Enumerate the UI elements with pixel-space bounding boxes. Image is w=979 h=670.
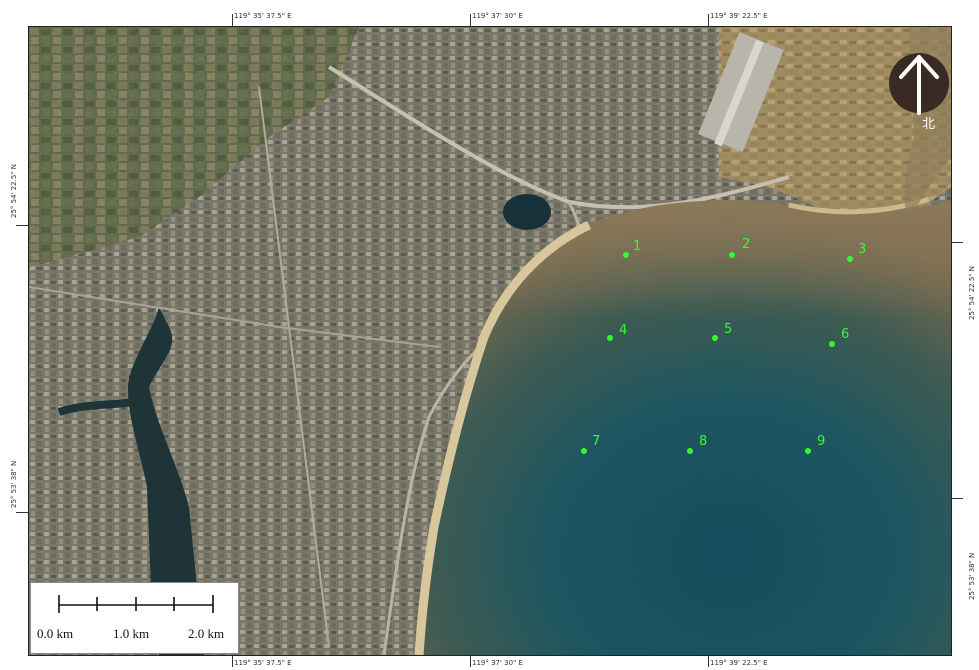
site-label-4: 4	[619, 323, 627, 338]
site-label-9: 9	[817, 434, 825, 449]
site-label-7: 7	[592, 434, 600, 449]
grid-label-top-2: 119° 37' 30" E	[472, 12, 523, 20]
sampling-site-4[interactable]: 4	[607, 323, 627, 341]
grid-tick-bottom-2	[470, 655, 471, 667]
grid-label-left-1: 25° 54' 22.5" N	[10, 164, 18, 218]
grid-tick-right-1	[951, 242, 963, 243]
scale-bar-graphic	[58, 595, 214, 613]
site-label-5: 5	[724, 322, 732, 337]
grid-label-top-1: 119° 35' 37.5" E	[234, 12, 292, 20]
grid-tick-bottom-3	[708, 655, 709, 667]
site-label-3: 3	[858, 242, 866, 257]
site-label-6: 6	[841, 327, 849, 342]
scale-label-1: 1.0 km	[113, 626, 150, 641]
grid-tick-left-2	[16, 512, 28, 513]
site-label-1: 1	[633, 239, 641, 254]
grid-label-top-3: 119° 39' 22.5" E	[710, 12, 768, 20]
grid-label-bottom-3: 119° 39' 22.5" E	[710, 659, 768, 667]
scale-bar: 0.0 km 1.0 km 2.0 km	[30, 582, 239, 654]
site-label-2: 2	[742, 237, 750, 252]
grid-label-right-2: 25° 53' 38" N	[968, 552, 976, 600]
sampling-site-9[interactable]: 9	[805, 434, 825, 454]
sampling-site-8[interactable]: 8	[687, 434, 707, 454]
sampling-site-5[interactable]: 5	[712, 322, 732, 341]
grid-tick-bottom-1	[232, 655, 233, 667]
sampling-site-7[interactable]: 7	[581, 434, 600, 454]
grid-tick-right-2	[951, 498, 963, 499]
sampling-site-6[interactable]: 6	[829, 327, 849, 347]
sampling-site-3[interactable]: 3	[847, 242, 866, 262]
grid-label-bottom-2: 119° 37' 30" E	[472, 659, 523, 667]
north-arrow-icon	[889, 53, 949, 115]
grid-label-bottom-1: 119° 35' 37.5" E	[234, 659, 292, 667]
sampling-site-2[interactable]: 2	[729, 237, 750, 258]
grid-tick-left-1	[16, 225, 28, 226]
site-label-8: 8	[699, 434, 707, 449]
grid-tick-top-1	[232, 14, 233, 26]
north-label: 北	[922, 117, 935, 132]
grid-tick-top-2	[470, 14, 471, 26]
sampling-sites-layer: 1 2 3 4 5 6 7 8	[581, 237, 866, 454]
grid-tick-top-3	[708, 14, 709, 26]
north-arrow: 北	[889, 53, 949, 132]
sampling-site-1[interactable]: 1	[623, 239, 641, 258]
satellite-map[interactable]: 1 2 3 4 5 6 7 8	[28, 26, 952, 656]
scale-label-0: 0.0 km	[37, 626, 74, 641]
scale-label-2: 2.0 km	[188, 626, 225, 641]
grid-label-left-2: 25° 53' 38" N	[10, 460, 18, 508]
grid-label-right-1: 25° 54' 22.5" N	[968, 266, 976, 320]
